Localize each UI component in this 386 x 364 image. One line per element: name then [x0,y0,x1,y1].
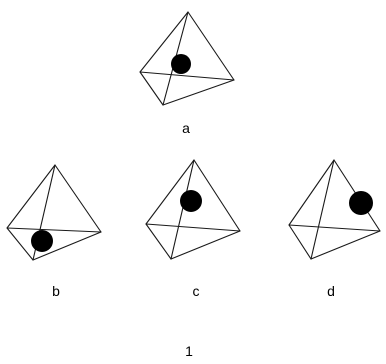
tetrahedron-d [288,159,381,260]
label-d: d [327,283,335,299]
atom-ball [31,230,53,252]
edge [288,224,381,232]
edge [288,159,335,226]
atom-ball [171,54,191,74]
edge [139,71,235,81]
figure-number: 1 [185,343,193,359]
edge [187,11,235,81]
tetrahedron-c [145,159,241,260]
edge [145,223,172,260]
edge [145,159,195,225]
tetrahedron-b [6,164,102,261]
edge [162,79,235,106]
atom-ball [180,190,202,212]
edge [145,223,241,232]
edge [6,164,56,229]
label-b: b [52,283,60,299]
atom-ball [349,191,373,215]
edge [310,230,381,260]
edge [54,164,102,233]
label-c: c [193,283,200,299]
tetrahedron-a [139,11,235,106]
edge [6,227,102,233]
edge [310,159,335,260]
edge [193,159,241,232]
edge [170,159,195,260]
label-a: a [182,120,190,136]
edge [170,230,241,260]
edge [6,227,34,261]
edge [139,11,189,73]
edge [32,231,102,261]
edge [139,71,164,106]
edge [288,224,312,260]
